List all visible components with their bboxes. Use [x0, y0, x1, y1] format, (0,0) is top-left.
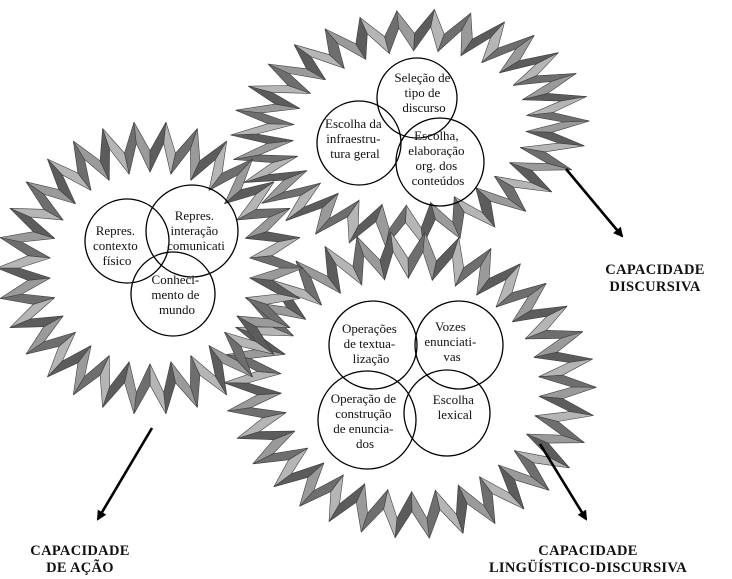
label-line: CAPACIDADE	[605, 262, 705, 278]
gear-ring-discursiva	[230, 8, 590, 248]
circle-labels: Seleção de tipo de discurso Escolha da i…	[93, 70, 479, 451]
circle-label-interacao: Repres. interação comunicati	[167, 208, 225, 253]
concept-circle	[316, 100, 402, 186]
concept-circle	[403, 369, 491, 457]
circle-label-construcao: Operação de construção de enuncia- dos	[331, 391, 400, 451]
concept-circle	[130, 251, 216, 337]
gear-linguistico	[223, 231, 597, 539]
circle-label-contexto: Repres. contexto físico	[93, 223, 141, 268]
circle-label-textualizacao: Operações de textua- lização	[342, 321, 400, 366]
gear-segment	[133, 363, 151, 415]
label-line: DE AÇÃO	[46, 560, 114, 576]
label-line: LINGÜÍSTICO-DISCURSIVA	[488, 560, 688, 576]
gear-segment	[411, 491, 430, 539]
circle-label-elaboracao: Escolha, elaboração org. dos conteúdos	[408, 128, 468, 188]
concept-circle	[145, 184, 239, 278]
arrow-linguistico	[538, 443, 588, 521]
concept-circle	[395, 117, 485, 207]
gear-ring-acao	[0, 121, 304, 415]
circle-label-conhecimento: Conheci- mento de mundo	[151, 272, 202, 317]
gear-segment	[0, 255, 51, 269]
gear-segment	[390, 231, 409, 279]
concept-circles-acao	[84, 184, 239, 337]
label-capacidade-discursiva: CAPACIDADE DISCURSIVA	[600, 262, 710, 296]
circle-label-lexical: Escolha lexical	[433, 392, 477, 422]
concept-circles-linguistico	[317, 300, 504, 470]
gear-ring-linguistico	[223, 231, 597, 539]
concept-circle	[414, 300, 504, 390]
label-line: CAPACIDADE	[30, 543, 130, 559]
arrow-acao	[96, 427, 154, 521]
gear-segment	[223, 382, 282, 396]
gear-segment	[149, 363, 167, 415]
circle-label-infraestrutura: Escolha da infraestru- tura geral	[325, 116, 385, 161]
gear-segment	[534, 415, 585, 443]
gear-segment	[407, 232, 426, 280]
gear-segment	[538, 386, 597, 399]
label-capacidade-linguistico: CAPACIDADE LINGÜÍSTICO-DISCURSIVA	[458, 543, 718, 577]
label-line: CAPACIDADE	[538, 543, 638, 559]
gear-segment	[396, 9, 415, 52]
label-capacidade-acao: CAPACIDADE DE AÇÃO	[20, 543, 140, 577]
gear-discursiva	[230, 8, 590, 248]
concept-circle	[84, 198, 170, 284]
concept-circle	[376, 57, 458, 139]
gear-segment	[394, 490, 413, 538]
gear-segment	[230, 123, 295, 136]
concept-circle	[328, 300, 418, 390]
circle-label-vozes: Vozes enunciati- vas	[424, 319, 479, 364]
gear-segment	[525, 120, 590, 133]
concept-circle	[317, 370, 417, 470]
gear-segment	[149, 121, 167, 173]
gear-segment	[538, 374, 597, 388]
gear-segment	[133, 121, 151, 173]
concept-circles-discursiva	[316, 57, 485, 207]
gear-segment	[526, 112, 590, 123]
gear-segment	[413, 9, 435, 52]
arrow-discursiva	[565, 168, 624, 238]
label-line: DISCURSIVA	[609, 279, 701, 295]
gear-segment	[249, 255, 304, 269]
circle-label-selecao: Seleção de tipo de discurso	[394, 70, 453, 115]
gear-segment	[0, 267, 51, 281]
gear-acao	[0, 121, 304, 415]
gear-segment	[249, 267, 304, 281]
